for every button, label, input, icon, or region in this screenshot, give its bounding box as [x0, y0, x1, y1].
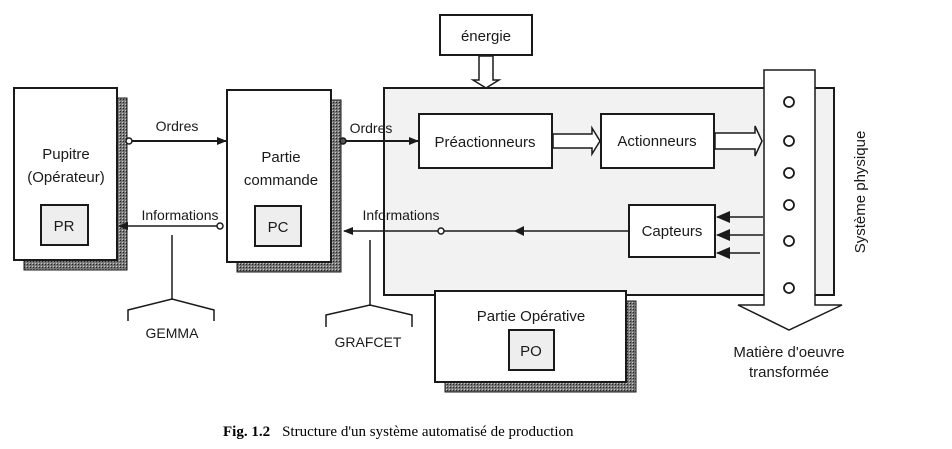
matiere-label-line1: Matière d'oeuvre	[733, 344, 844, 361]
preactionneurs-block: Préactionneurs	[418, 113, 553, 169]
material-dot-icon	[783, 96, 795, 108]
preactionneurs-label: Préactionneurs	[435, 134, 536, 151]
partie-operative-label: Partie Opérative	[477, 308, 585, 325]
energie-arrow-icon	[470, 55, 502, 89]
figure-caption: Fig. 1.2 Structure d'un système automati…	[223, 423, 574, 440]
partie-commande-code: PC	[268, 219, 289, 236]
partie-commande-label-line1: Partie	[261, 149, 300, 166]
grafcet-label: GRAFCET	[335, 334, 402, 350]
material-flow-arrow	[737, 69, 843, 331]
pupitre-block: Pupitre (Opérateur) PR	[13, 87, 128, 271]
capteurs-block: Capteurs	[628, 204, 716, 258]
ordres-label-1: Ordres	[156, 118, 199, 134]
ordres-label-2: Ordres	[350, 120, 393, 136]
material-dot-icon	[783, 135, 795, 147]
partie-commande-block: Partie commande PC	[226, 89, 342, 273]
gemma-brace: GEMMA	[127, 235, 215, 341]
material-dot-icon	[783, 235, 795, 247]
pupitre-code: PR	[54, 218, 75, 235]
partie-commande-label-line2: commande	[244, 172, 318, 189]
energie-block: énergie	[439, 14, 533, 56]
material-dot-icon	[783, 167, 795, 179]
material-dot-icon	[783, 199, 795, 211]
partie-operative-block: Partie Opérative PO	[434, 290, 637, 393]
systeme-physique-label: Système physique	[852, 131, 869, 254]
pupitre-label-line2: (Opérateur)	[27, 169, 105, 186]
partie-operative-code: PO	[520, 343, 542, 360]
pupitre-label-line1: Pupitre	[42, 146, 90, 163]
informations-label-1: Informations	[141, 207, 218, 223]
sensor-arrows	[716, 211, 763, 259]
preact-to-act-arrow-icon	[552, 125, 601, 157]
ordres-arrow-pr-pc: Ordres	[125, 118, 227, 145]
act-to-physical-arrow-icon	[714, 125, 763, 157]
informations-arrow-capteurs-pc: Informations	[343, 207, 629, 236]
svg-text:Fig. 1.2 Structure d'un: Fig. 1.2 Structure d'un système automati…	[223, 423, 574, 440]
informations-label-2: Informations	[362, 207, 439, 223]
material-dot-icon	[783, 282, 795, 294]
gemma-label: GEMMA	[146, 325, 200, 341]
capteurs-label: Capteurs	[642, 223, 703, 240]
grafcet-brace: GRAFCET	[325, 240, 413, 350]
actionneurs-block: Actionneurs	[600, 113, 715, 169]
caption-prefix: Fig. 1.2	[223, 424, 270, 440]
energie-label: énergie	[461, 28, 511, 45]
actionneurs-label: Actionneurs	[617, 133, 696, 150]
ordres-arrow-pc-preactionneurs: Ordres	[339, 120, 419, 145]
caption-text: Structure d'un système automatisé de pro…	[282, 424, 574, 440]
matiere-label-line2: transformée	[749, 364, 829, 381]
informations-arrow-pc-pr: Informations	[118, 207, 224, 230]
